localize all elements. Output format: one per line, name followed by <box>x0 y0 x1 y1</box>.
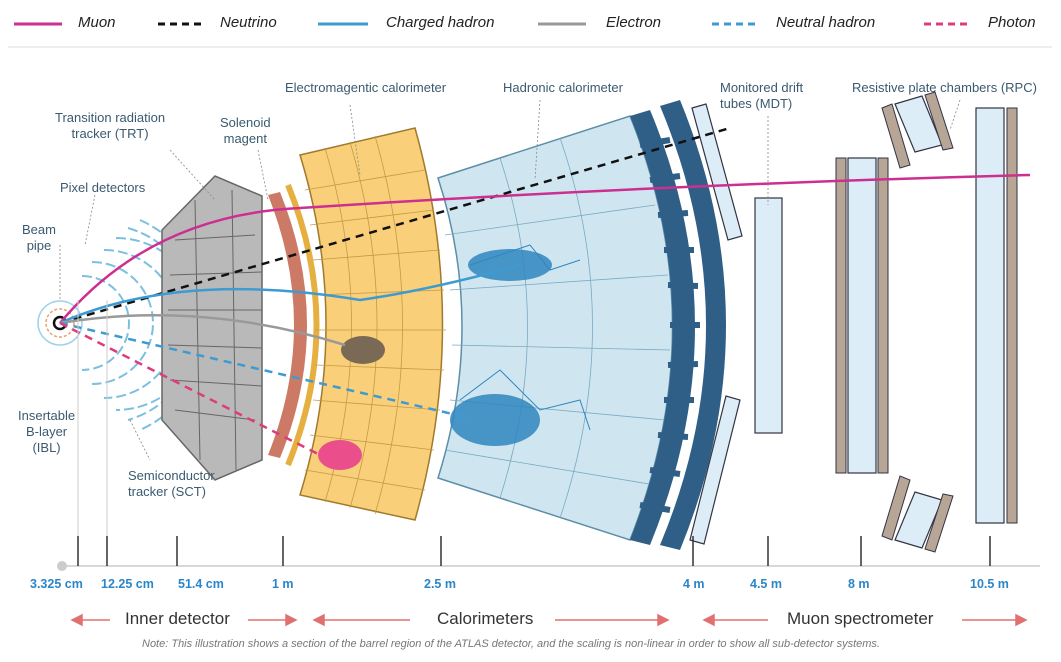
label-beam-pipe: Beam pipe <box>22 222 56 253</box>
semiconductor-tracker <box>161 175 263 481</box>
label-pixel-detectors: Pixel detectors <box>60 180 146 195</box>
particle-tracks <box>59 126 1031 457</box>
muon-chambers <box>689 91 1018 553</box>
label-ibl: Insertable B-layer (IBL) <box>18 408 76 455</box>
legend-lines <box>8 22 1052 48</box>
label-sct: Semiconductor tracker (SCT) <box>128 468 215 499</box>
section-muon-spectrometer: Muon spectrometer <box>787 609 934 628</box>
legend-charged-hadron: Charged hadron <box>386 14 495 31</box>
support-rail <box>630 100 726 550</box>
legend-neutrino: Neutrino <box>220 14 277 31</box>
solenoid-thin-arc <box>285 183 320 467</box>
scale-axis <box>57 300 1040 571</box>
scale-label-1: 3.325 cm <box>30 577 83 591</box>
solenoid-magnet <box>268 192 307 458</box>
label-rpc: Resistive plate chambers (RPC) <box>852 80 1037 95</box>
leader-lines <box>59 99 961 461</box>
label-solenoid: Solenoid magent <box>220 115 271 146</box>
scale-label-4: 1 m <box>272 577 294 591</box>
scale-label-6: 4 m <box>683 577 705 591</box>
label-mdt: Monitored drift tubes (MDT) <box>720 80 804 111</box>
scale-label-8: 8 m <box>848 577 870 591</box>
hadronic-calorimeter <box>437 115 674 541</box>
label-ecal: Electromagentic calorimeter <box>285 80 447 95</box>
electromagnetic-calorimeter <box>299 127 446 521</box>
scale-label-9: 10.5 m <box>970 577 1009 591</box>
label-trt: Transition radiation tracker (TRT) <box>55 110 166 141</box>
scale-label-2: 12.25 cm <box>101 577 154 591</box>
scale-label-7: 4.5 m <box>750 577 782 591</box>
section-inner-detector: Inner detector <box>125 609 230 628</box>
section-arrows <box>70 613 1028 627</box>
legend-neutral-hadron: Neutral hadron <box>776 14 876 31</box>
footnote: Note: This illustration shows a section … <box>142 638 880 650</box>
scale-label-3: 51.4 cm <box>178 577 224 591</box>
legend-muon: Muon <box>78 14 116 31</box>
legend-electron: Electron <box>606 14 662 31</box>
legend-photon: Photon <box>988 14 1036 31</box>
scale-label-5: 2.5 m <box>424 577 456 591</box>
section-calorimeters: Calorimeters <box>437 609 534 628</box>
label-hcal: Hadronic calorimeter <box>503 80 623 95</box>
